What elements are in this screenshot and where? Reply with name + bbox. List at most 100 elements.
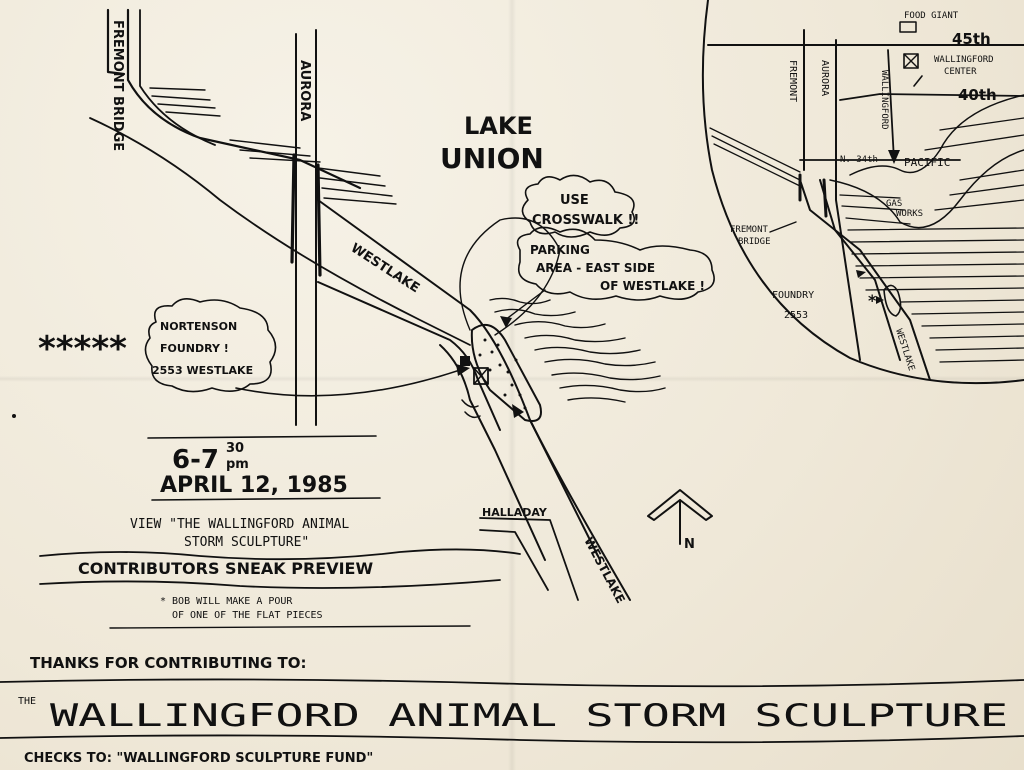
event-note-line1: * BOB WILL MAKE A POUR	[160, 596, 293, 607]
fremont-bridge-edge	[106, 8, 126, 76]
inset-street-wallingford	[887, 49, 895, 161]
label-fremont-bridge: FREMONT BRIDGE	[110, 20, 125, 151]
event-wavy-top	[39, 548, 521, 561]
label-halladay: HALLADAY	[482, 506, 548, 519]
aurora-pier-west	[290, 153, 296, 264]
foundry-x-mark	[473, 367, 489, 385]
inset-fremont-bridge-pointer	[769, 221, 797, 233]
north-label: N	[684, 537, 695, 552]
event-date: APRIL 12, 1985	[160, 473, 348, 498]
dot-mark	[12, 414, 16, 418]
inset-westlake-west	[819, 179, 901, 361]
aurora-pier-east	[316, 163, 322, 277]
lake-label-line2: UNION	[440, 142, 544, 175]
inset-fremont-bridge-line1: FREMONT	[730, 225, 769, 235]
footer: THANKS FOR CONTRIBUTING TO: THE WALLINGF…	[0, 654, 1024, 766]
footer-project-title: WALLINGFORD ANIMAL STORM SCULPTURE	[50, 698, 1008, 734]
crosswalk-loop	[459, 217, 561, 336]
inset-40th: 40th	[958, 86, 997, 104]
lake-label-line1: LAKE	[464, 112, 533, 140]
event-info: 6-7 30 pm APRIL 12, 1985 VIEW "THE WALLI…	[39, 435, 521, 629]
inset-map: * FOOD GIANT 45th WALLINGFORD CENTER 40t…	[701, 0, 1024, 385]
inset-shore-north	[849, 94, 1024, 176]
parking-dots	[478, 338, 527, 410]
inset-foundry-line2: 2553	[784, 310, 808, 321]
footer-wave-top	[0, 678, 1024, 688]
crosswalk-block	[460, 356, 470, 366]
label-aurora: AURORA	[297, 60, 312, 121]
leader-foundry-arrow-icon	[456, 364, 470, 376]
inset-food-giant: FOOD GIANT	[904, 11, 959, 21]
westlake-east-edge	[317, 199, 601, 561]
parking-area-outline	[470, 323, 542, 422]
inset-foundry-arrow-icon	[876, 296, 884, 304]
inset-street-40th	[839, 93, 1024, 101]
inset-parking-oval	[883, 284, 902, 317]
event-note-line2: OF ONE OF THE FLAT PIECES	[172, 610, 323, 621]
footer-the: THE	[18, 696, 36, 707]
water-hatching-east	[489, 297, 666, 403]
event-rule-top	[147, 435, 377, 439]
event-time: 6-7	[172, 445, 219, 475]
callout-foundry-line1: NORTENSON	[160, 320, 237, 333]
footer-checks: CHECKS TO: "WALLINGFORD SCULPTURE FUND"	[24, 751, 373, 766]
westlake-west-curve	[89, 117, 471, 346]
callout-parking-line3: OF WESTLAKE !	[600, 279, 705, 293]
event-rule-mid	[151, 497, 381, 501]
bridge-rail	[139, 9, 216, 146]
wallingford-center-pointer	[913, 75, 923, 87]
food-giant-icon	[899, 21, 917, 33]
event-view-line1: VIEW "THE WALLINGFORD ANIMAL	[130, 517, 349, 532]
event-time-sup-bottom: pm	[226, 457, 249, 472]
inset-fremont-bridge-line2: BRIDGE	[738, 237, 771, 247]
wallingford-center-icon	[903, 53, 919, 69]
inset-wallingford: WALLINGFORD	[879, 70, 889, 130]
inset-wallingford-center-line2: CENTER	[944, 67, 977, 77]
event-rule-bottom	[109, 625, 471, 629]
event-sneak-preview: CONTRIBUTORS SNEAK PREVIEW	[78, 559, 373, 578]
main-map: FREMONT BRIDGE AURORA WESTLAKE WESTLAKE …	[12, 8, 715, 606]
inset-street-aurora	[835, 39, 861, 361]
inset-pacific: PACIFIC	[904, 156, 950, 169]
callout-crosswalk-line1: USE	[560, 193, 589, 208]
inset-aurora: AURORA	[819, 60, 830, 96]
leader-parking-arrow-icon	[500, 316, 512, 328]
callout-parking-line2: AREA - EAST SIDE	[536, 261, 655, 275]
halladay-street-south	[479, 529, 549, 591]
inset-foundry-line1: FOUNDRY	[772, 290, 814, 301]
inset-45th: 45th	[952, 30, 991, 48]
label-westlake-south: WESTLAKE	[581, 535, 627, 606]
halladay-street-north	[479, 517, 579, 601]
foundry-building-icon	[473, 367, 489, 385]
inset-foundry-star: *	[868, 291, 877, 310]
callout-parking-line1: PARKING	[530, 243, 590, 257]
shrubs	[461, 399, 481, 419]
shoreline-north	[126, 8, 362, 190]
inset-gas-works-line2: WORKS	[896, 209, 923, 219]
callout-crosswalk-line2: CROSSWALK !!	[532, 213, 639, 228]
inset-34th: N. 34th	[840, 155, 878, 165]
footer-wave-bottom	[0, 734, 1024, 744]
inset-fremont: FREMONT	[787, 60, 798, 102]
inset-westlake-east	[799, 179, 931, 381]
event-wavy-bottom	[39, 579, 501, 589]
westlake-south-east	[529, 419, 631, 601]
inset-shore-south	[829, 149, 1024, 229]
inset-wallingford-center-line1: WALLINGFORD	[934, 55, 994, 65]
inset-fremont-bridge	[798, 173, 828, 218]
event-time-sup-top: 30	[226, 441, 244, 456]
callout-foundry-line2: FOUNDRY !	[160, 342, 229, 355]
inset-wallingford-arrow-icon	[888, 150, 900, 164]
westlake-south-west	[439, 344, 546, 561]
leader-foundry	[235, 369, 461, 397]
leader-parking	[504, 289, 546, 321]
footer-thanks: THANKS FOR CONTRIBUTING TO:	[30, 654, 307, 672]
inset-water-hatching	[709, 117, 1024, 363]
stars-marker: *****	[38, 329, 127, 369]
event-view-line2: STORM SCULPTURE"	[184, 535, 309, 550]
water-hatching-north	[149, 87, 397, 205]
parking-arrow-icon	[512, 404, 524, 418]
callout-foundry-line3: 2553 WESTLAKE	[152, 364, 253, 377]
parking-callout-cloud	[516, 226, 715, 301]
inset-gas-works-line1: GAS	[886, 199, 902, 209]
